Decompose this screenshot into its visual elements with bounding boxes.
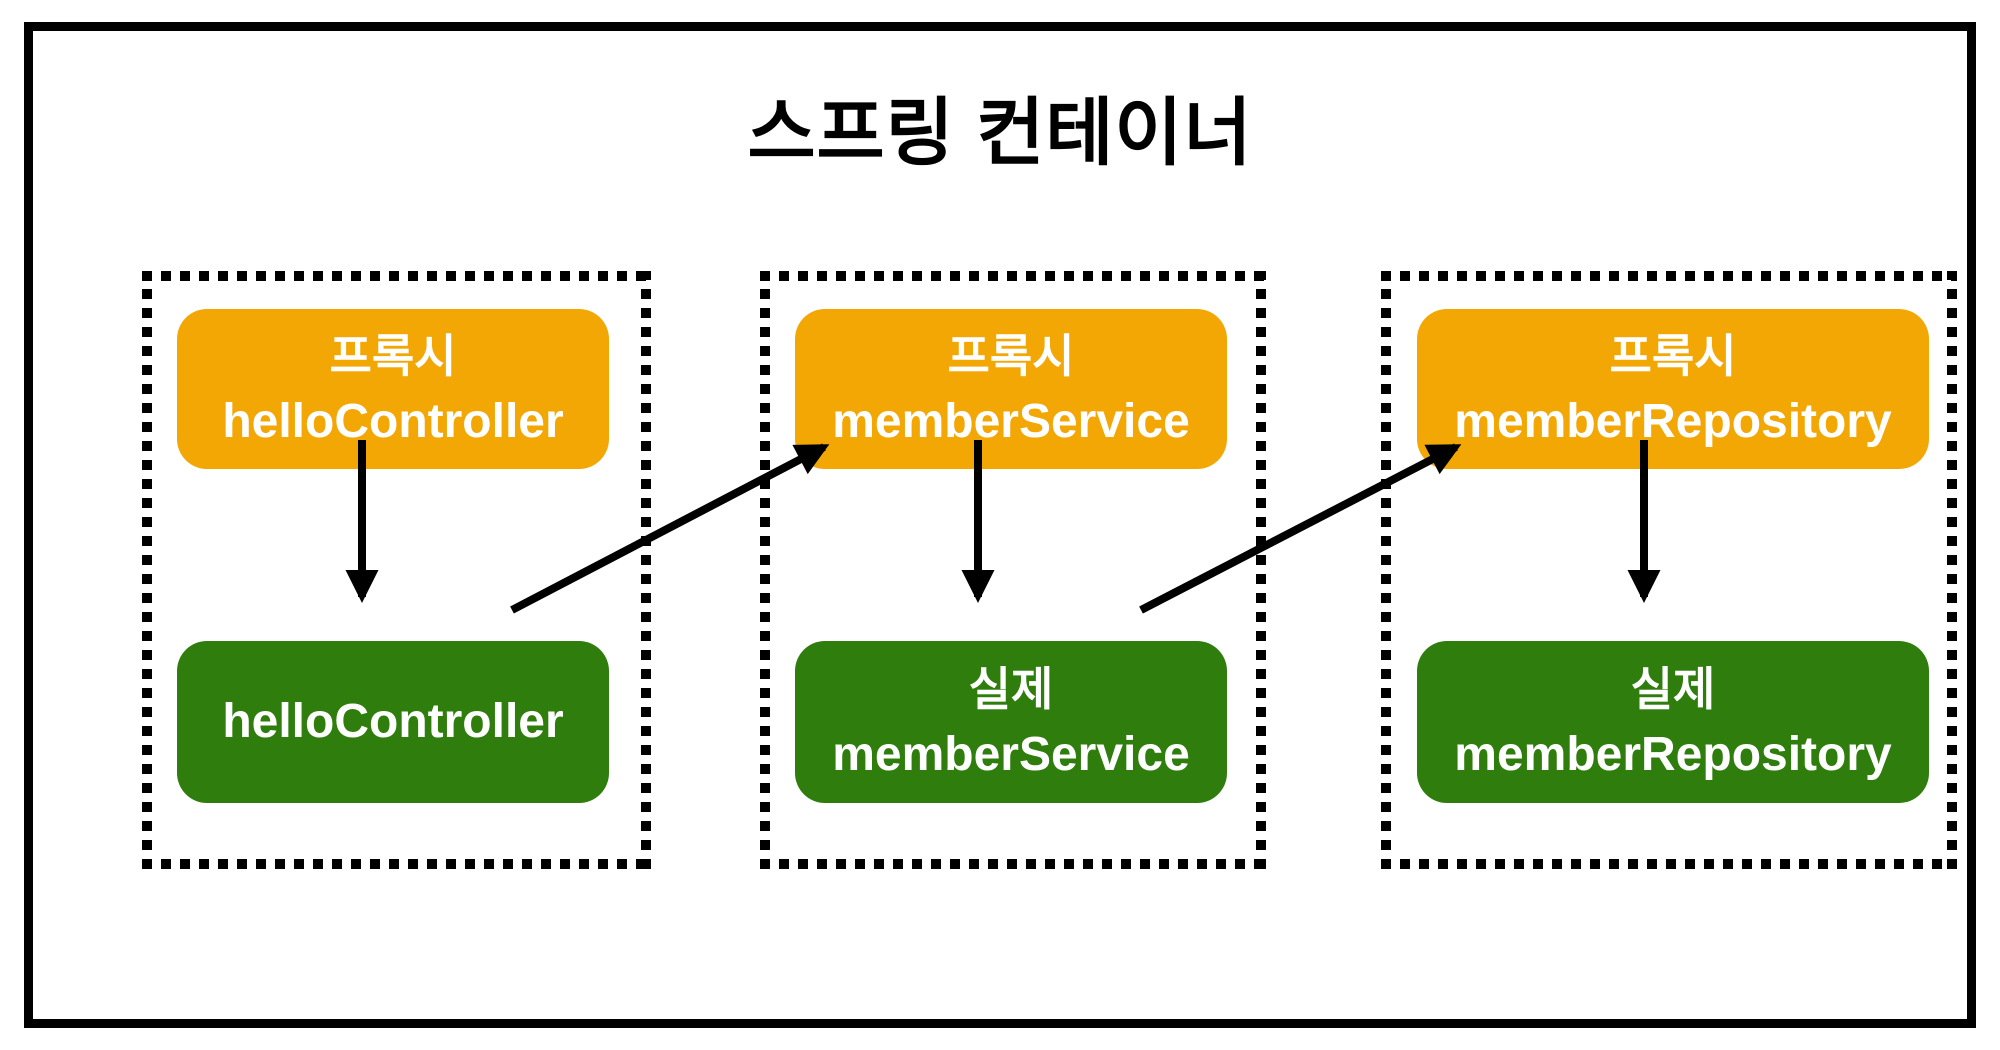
target-bean-name: helloController <box>222 695 564 748</box>
proxy-bean-name: memberRepository <box>1454 395 1892 448</box>
target-bean-name: memberService <box>832 728 1190 781</box>
target-bean-name: memberRepository <box>1454 728 1892 781</box>
proxy-role-label: 프록시 <box>947 330 1075 382</box>
proxy-bean-name: memberService <box>832 395 1190 448</box>
spring-container-frame: 스프링 컨테이너 프록시 helloController helloContro… <box>24 22 1976 1028</box>
proxy-box-hellocontroller: 프록시 helloController <box>177 309 609 469</box>
target-box-memberrepository: 실제 memberRepository <box>1417 641 1929 803</box>
proxy-role-label: 프록시 <box>329 330 457 382</box>
proxy-box-memberrepository: 프록시 memberRepository <box>1417 309 1929 469</box>
bean-group-hellocontroller: 프록시 helloController helloController <box>142 271 651 869</box>
proxy-role-label: 프록시 <box>1609 330 1737 382</box>
target-role-label: 실제 <box>1630 663 1716 715</box>
target-box-memberservice: 실제 memberService <box>795 641 1227 803</box>
bean-group-memberservice: 프록시 memberService 실제 memberService <box>760 271 1266 869</box>
diagram-title: 스프링 컨테이너 <box>747 91 1253 174</box>
proxy-bean-name: helloController <box>222 395 564 448</box>
proxy-box-memberservice: 프록시 memberService <box>795 309 1227 469</box>
target-role-label: 실제 <box>968 663 1054 715</box>
bean-group-memberrepository: 프록시 memberRepository 실제 memberRepository <box>1381 271 1957 869</box>
target-box-hellocontroller: helloController <box>177 641 609 803</box>
